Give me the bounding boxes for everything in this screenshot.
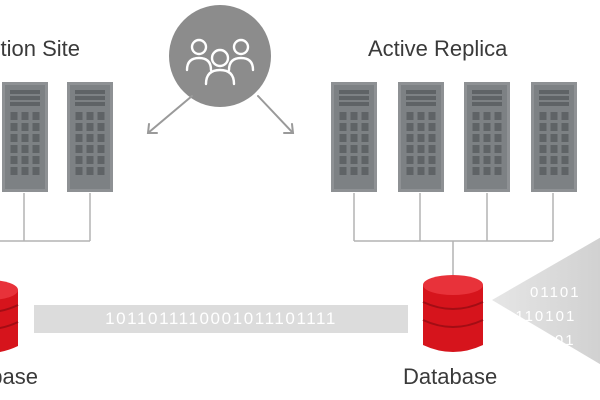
replication-stream: 1011011110001011101111 xyxy=(34,305,408,333)
users-icon xyxy=(169,5,271,107)
incoming-bits: 01101 0110101 01101 xyxy=(505,284,581,349)
replica-site-title: Active Replica xyxy=(368,36,508,61)
incoming-bits-row-3: 01101 xyxy=(525,332,576,349)
primary-server-2-icon xyxy=(67,82,113,192)
replica-server-3-icon xyxy=(464,82,510,192)
replica-server-2-icon xyxy=(398,82,444,192)
user-arrows xyxy=(146,95,295,134)
replica-database-label: Database xyxy=(403,364,498,389)
replica-server-4-icon xyxy=(531,82,577,192)
primary-connector xyxy=(0,193,91,242)
primary-site-title: Production Site xyxy=(0,36,80,61)
replica-server-1-icon xyxy=(331,82,377,192)
incoming-bits-row-2: 0110101 xyxy=(505,308,576,325)
servers xyxy=(2,82,577,192)
replica-connector xyxy=(353,193,554,278)
primary-database-icon xyxy=(0,280,19,352)
incoming-bits-row-1: 01101 xyxy=(530,284,581,301)
primary-server-1-icon xyxy=(2,82,48,192)
primary-database-label: Database xyxy=(0,364,38,389)
replica-database-icon xyxy=(422,275,484,352)
incoming-data-cone xyxy=(492,237,600,365)
